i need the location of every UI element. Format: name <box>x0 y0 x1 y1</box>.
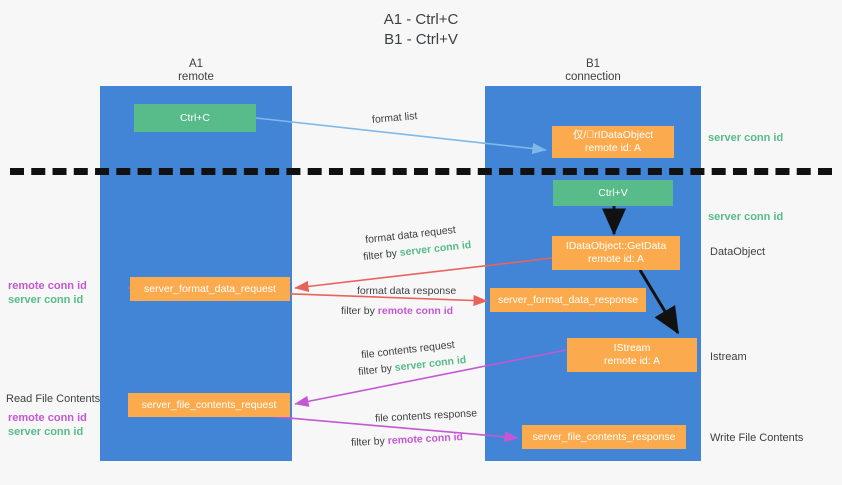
label-server-conn-id-2: server conn id <box>8 426 84 438</box>
box-getdata-line1: IDataObject::GetData <box>565 240 667 252</box>
title-line-2: B1 - Ctrl+V <box>384 31 458 48</box>
label-server-conn-id-top: server conn id <box>708 132 784 144</box>
lane-a1-name: A1 <box>188 58 204 70</box>
arrow-file-contents-request <box>294 349 567 407</box>
box-server-format-data-request[interactable]: server_format_data_request <box>130 277 290 301</box>
filter-by-text-4: filter by <box>350 435 389 449</box>
box-idataobject-top-line2: remote id: A <box>584 142 642 154</box>
filter-by-text-3: filter by <box>357 362 396 379</box>
edge-label-format-data-response: format data response <box>357 284 456 299</box>
label-read-file-contents: Read File Contents <box>6 393 101 405</box>
filter-by-text-1: filter by <box>362 247 401 264</box>
arrow-format-list <box>255 117 547 155</box>
label-server-conn-id-1: server conn id <box>8 294 84 306</box>
edge-filter-format-data-response: filter by remote conn id <box>341 304 453 319</box>
filter-remote-conn-id-1: remote conn id <box>377 305 454 317</box>
box-server-file-contents-response-label: server_file_contents_response <box>532 430 676 443</box>
filter-by-text-2: filter by <box>341 305 378 317</box>
box-server-file-contents-request-label: server_file_contents_request <box>141 398 277 411</box>
title-line-1: A1 - Ctrl+C <box>383 11 459 28</box>
box-server-format-data-response-label: server_format_data_response <box>497 293 639 306</box>
arrow-getdata-to-istream <box>638 269 680 335</box>
box-istream[interactable]: IStream remote id: A <box>567 338 697 372</box>
page-title: A1 - Ctrl+C B1 - Ctrl+V <box>0 10 842 50</box>
label-dataobject: DataObject <box>710 246 766 258</box>
arrow-format-data-request <box>294 257 553 292</box>
box-ctrl-c-label: Ctrl+C <box>179 111 211 124</box>
box-idataobject-top-line1: 仅/゙rIDataObject <box>572 129 654 141</box>
lane-b1-name: B1 <box>585 58 601 70</box>
box-idataobject-top[interactable]: 仅/゙rIDataObject remote id: A <box>552 126 674 158</box>
box-server-format-data-response[interactable]: server_format_data_response <box>490 288 646 312</box>
box-server-file-contents-request[interactable]: server_file_contents_request <box>128 393 290 417</box>
box-istream-line2: remote id: A <box>603 355 661 367</box>
box-ctrl-c[interactable]: Ctrl+C <box>134 104 256 132</box>
box-ctrl-v[interactable]: Ctrl+V <box>553 180 673 206</box>
filter-remote-conn-id-2: remote conn id <box>387 431 464 447</box>
label-server-conn-id-mid: server conn id <box>708 211 784 223</box>
box-server-file-contents-response[interactable]: server_file_contents_response <box>522 425 686 449</box>
edge-label-format-data-response-text: format data response <box>357 285 457 297</box>
box-istream-line1: IStream <box>613 342 651 354</box>
edge-label-file-contents-response-text: file contents response <box>374 407 478 425</box>
label-remote-conn-id-2: remote conn id <box>8 412 87 424</box>
dashed-divider <box>10 168 832 175</box>
lane-a1-sub: remote <box>178 71 214 83</box>
lane-header-a1: A1 remote <box>140 58 252 84</box>
lane-b1-sub: connection <box>565 71 621 83</box>
box-idataobject-getdata[interactable]: IDataObject::GetData remote id: A <box>552 236 680 270</box>
label-istream: Istream <box>710 351 747 363</box>
box-ctrl-v-label: Ctrl+V <box>598 186 628 199</box>
label-remote-conn-id-1: remote conn id <box>8 280 87 292</box>
lane-header-b1: B1 connection <box>530 58 656 84</box>
label-write-file-contents: Write File Contents <box>710 432 804 444</box>
box-server-format-data-request-label: server_format_data_request <box>144 282 276 295</box>
box-getdata-line2: remote id: A <box>587 253 645 265</box>
